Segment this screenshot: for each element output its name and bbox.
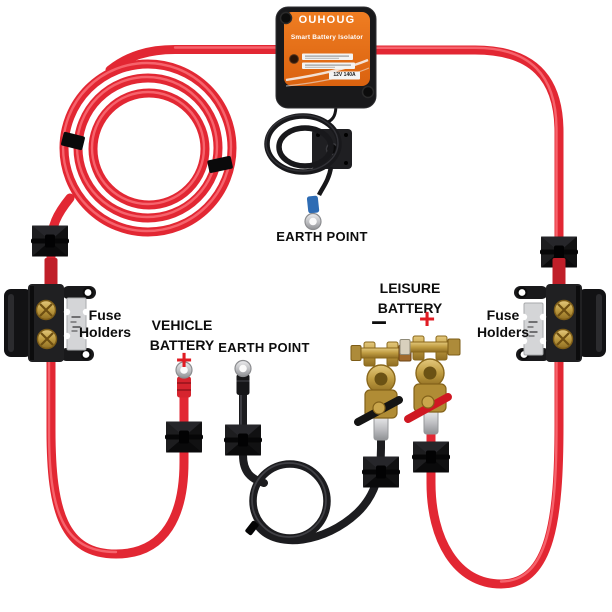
cable-clamp-leisure-neg xyxy=(362,456,400,488)
leisure-battery-plus-sign: + xyxy=(418,303,436,334)
rating-strip xyxy=(329,71,360,80)
isolator-earth-pigtail xyxy=(264,103,352,231)
vehicle-battery-label-line1: VEHICLE xyxy=(151,317,213,333)
vehicle-battery-ring-terminal xyxy=(175,361,193,398)
earth-point-top-label: EARTH POINT xyxy=(276,229,368,244)
blue-crimp-sleeve xyxy=(306,195,320,214)
positive-cable-left-run xyxy=(46,45,325,559)
negative-cable-earth-run xyxy=(239,386,385,545)
coil-zip-tie xyxy=(207,156,233,173)
positive-cable-right-run xyxy=(347,45,564,589)
isolator-product-text: Smart Battery Isolator xyxy=(290,34,364,41)
smart-battery-isolator xyxy=(275,6,377,109)
coil-zip-tie xyxy=(61,131,85,151)
cable-clamp-left-top xyxy=(31,225,69,257)
earth-ring-terminal-mid xyxy=(234,359,252,395)
fuse-holders-right-label-line2: Holders xyxy=(476,324,530,340)
vehicle-battery-plus-sign: + xyxy=(175,344,193,375)
screw-hole xyxy=(361,85,375,99)
leisure-battery-label-line2: BATTERY xyxy=(377,300,443,316)
cable-clamp-earth-mid xyxy=(224,424,262,456)
earth-ring-lug-top xyxy=(304,212,322,231)
leisure-positive-terminal xyxy=(399,335,461,435)
isolator-brand-text: OUHOUG xyxy=(298,14,356,26)
loop-zip-tie xyxy=(245,520,259,536)
earth-point-mid-label: EARTH POINT xyxy=(218,340,310,355)
fuse-holders-left-label-line1: Fuse xyxy=(88,307,122,323)
cable-clamp-leisure-pos xyxy=(412,441,450,473)
leisure-battery-minus-sign: – xyxy=(371,305,387,336)
fuse-holders-right-label-line1: Fuse xyxy=(486,307,520,323)
fuse-holders-left-label-line2: Holders xyxy=(78,324,132,340)
vehicle-battery-label-line2: BATTERY xyxy=(149,337,215,353)
isolator-rating-text: 12V 140A xyxy=(333,72,356,78)
leisure-negative-terminal xyxy=(350,341,412,441)
cable-clamp-vehicle xyxy=(165,421,203,453)
screw-hole xyxy=(279,11,293,25)
leisure-battery-label-line1: LEISURE xyxy=(379,280,441,296)
